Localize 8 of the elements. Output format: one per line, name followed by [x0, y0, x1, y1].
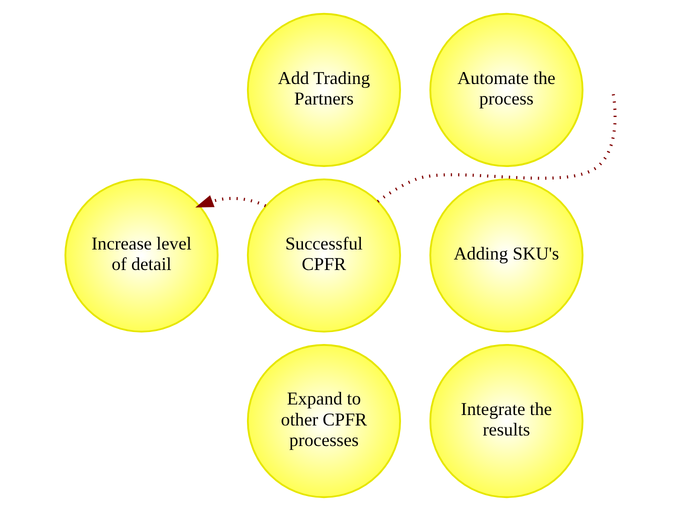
node-circle: Add Trading Partners: [246, 12, 400, 166]
node-circle: Adding SKU's: [428, 178, 583, 332]
node-circle: Automate the process: [428, 12, 583, 166]
node-circle: Successful CPFR: [246, 178, 400, 332]
node-circle: Increase level of detail: [64, 178, 218, 332]
node-circle: Expand to other CPFR processes: [246, 344, 400, 498]
arrow: [194, 194, 266, 208]
node-circle: Integrate the results: [428, 344, 583, 498]
